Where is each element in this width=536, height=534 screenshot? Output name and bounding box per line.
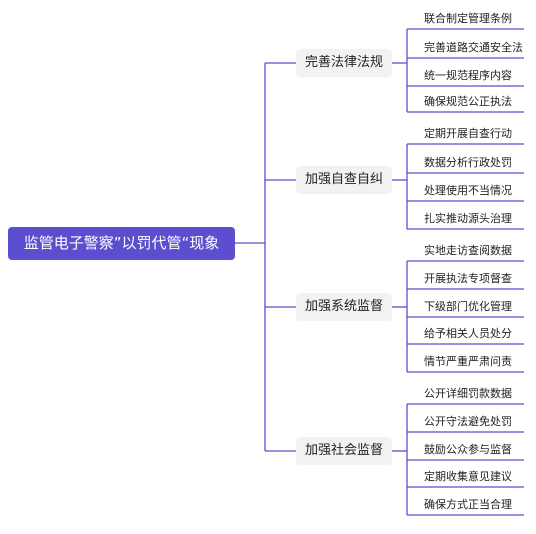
leaf-topic[interactable]: 数据分析行政处罚	[424, 156, 512, 169]
branch-topic[interactable]: 加强社会监督	[296, 437, 392, 465]
leaf-topic[interactable]: 定期开展自查行动	[424, 127, 512, 140]
leaf-topic[interactable]: 实地走访查阅数据	[424, 244, 512, 257]
leaf-topic[interactable]: 公开详细罚款数据	[424, 387, 512, 400]
leaf-topic[interactable]: 联合制定管理条例	[424, 12, 512, 25]
leaf-topic[interactable]: 完善道路交通安全法	[424, 41, 523, 54]
leaf-topic[interactable]: 统一规范程序内容	[424, 69, 512, 82]
leaf-topic[interactable]: 公开守法避免处罚	[424, 415, 512, 428]
leaf-topic[interactable]: 定期收集意见建议	[424, 470, 512, 483]
branch-topic[interactable]: 加强系统监督	[296, 293, 392, 321]
leaf-topic[interactable]: 情节严重严肃问责	[424, 355, 512, 368]
leaf-topic[interactable]: 给予相关人员处分	[424, 327, 512, 340]
leaf-topic[interactable]: 下级部门优化管理	[424, 300, 512, 313]
leaf-topic[interactable]: 扎实推动源头治理	[424, 212, 512, 225]
leaf-topic[interactable]: 确保规范公正执法	[424, 95, 512, 108]
root-topic[interactable]: 监管电子警察”以罚代管“现象	[8, 227, 235, 260]
branch-topic[interactable]: 加强自查自纠	[296, 166, 392, 194]
branch-topic[interactable]: 完善法律法规	[296, 49, 392, 77]
leaf-topic[interactable]: 鼓励公众参与监督	[424, 443, 512, 456]
leaf-topic[interactable]: 确保方式正当合理	[424, 498, 512, 511]
leaf-topic[interactable]: 开展执法专项督查	[424, 272, 512, 285]
leaf-topic[interactable]: 处理使用不当情况	[424, 184, 512, 197]
